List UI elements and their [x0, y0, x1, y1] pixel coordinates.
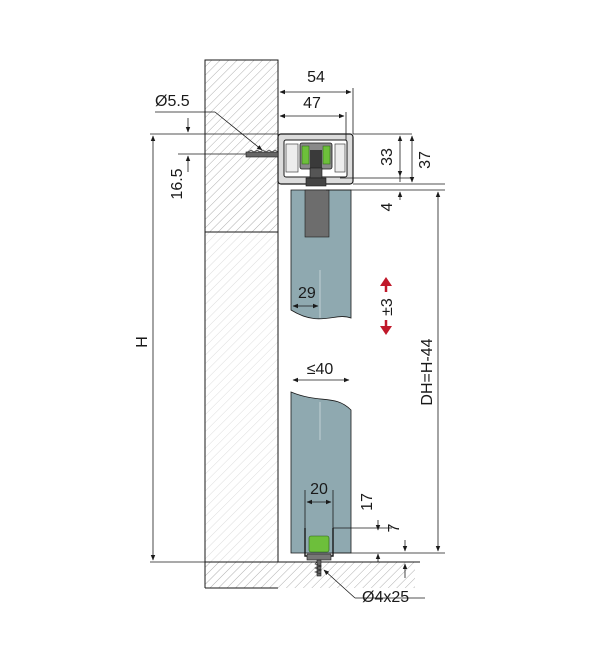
label-rail-outer: 37	[417, 151, 434, 169]
floor	[204, 561, 420, 589]
label-adjustment: ±3	[379, 298, 396, 316]
bottom-guide	[304, 528, 334, 577]
top-rail	[277, 133, 354, 187]
label-screw-top: Ø5.5	[155, 93, 190, 110]
label-overall-height: H	[134, 336, 151, 348]
label-screw-bottom: Ø4x25	[362, 589, 409, 606]
label-bottom-gap: 7	[386, 523, 403, 532]
wall	[204, 59, 279, 563]
label-groove-width: 20	[310, 481, 328, 498]
label-screw-offset: 16.5	[169, 168, 186, 199]
label-door-height: DH=H-44	[419, 338, 436, 405]
adjustment-arrows	[380, 277, 392, 335]
door-panel	[290, 189, 352, 554]
dimension-lines	[150, 60, 445, 599]
label-width-outer: 54	[307, 69, 325, 86]
label-gap-top: 4	[379, 202, 396, 211]
label-rail-inner: 33	[379, 148, 396, 166]
label-groove-depth: 17	[359, 493, 376, 511]
top-screw	[245, 149, 279, 158]
label-width-inner: 47	[303, 95, 321, 112]
label-notch-depth: 29	[298, 285, 316, 302]
dimension-labels: 54 47 Ø5.5 16.5 33 37 4 H DH=H-44 ±3 29 …	[134, 69, 436, 606]
label-door-thickness: ≤40	[307, 361, 334, 378]
